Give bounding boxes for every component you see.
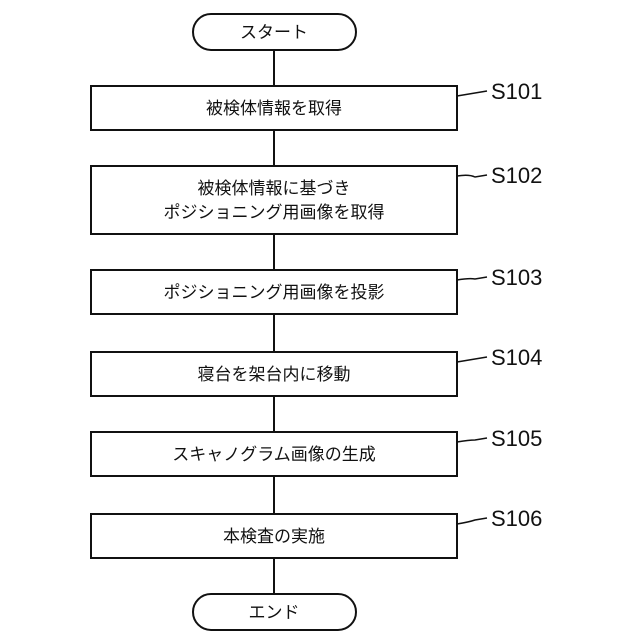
process-step-text: ポジショニング用画像を取得	[164, 203, 385, 223]
process-step: 被検体情報を取得 S101	[91, 79, 542, 130]
process-box	[91, 166, 457, 234]
process-step-text: 被検体情報に基づき	[198, 179, 351, 199]
step-leader-line	[457, 175, 487, 177]
process-steps: 被検体情報を取得 S101 被検体情報に基づきポジショニング用画像を取得 S102 ポジ…	[91, 79, 542, 558]
process-step: 寝台を架台内に移動 S104	[91, 345, 542, 396]
step-id-label: S106	[491, 506, 542, 531]
step-id-label: S102	[491, 163, 542, 188]
step-leader-line	[457, 277, 487, 280]
end-terminal: エンド	[193, 594, 356, 630]
end-label: エンド	[249, 603, 300, 623]
step-leader-line	[457, 357, 487, 362]
start-label: スタート	[240, 23, 308, 43]
step-id-label: S105	[491, 426, 542, 451]
process-step-text: 被検体情報を取得	[206, 99, 342, 119]
step-leader-line	[457, 91, 487, 96]
start-terminal: スタート	[193, 14, 356, 50]
process-step: 被検体情報に基づきポジショニング用画像を取得 S102	[91, 163, 542, 234]
step-id-label: S101	[491, 79, 542, 104]
step-id-label: S104	[491, 345, 542, 370]
step-leader-line	[457, 438, 487, 442]
process-step-text: スキャノグラム画像の生成	[172, 445, 376, 465]
process-step: 本検査の実施 S106	[91, 506, 542, 558]
process-step-text: 寝台を架台内に移動	[198, 364, 351, 385]
process-step: ポジショニング用画像を投影 S103	[91, 265, 542, 314]
step-id-label: S103	[491, 265, 542, 290]
step-leader-line	[457, 518, 487, 524]
process-step-text: 本検査の実施	[223, 527, 325, 547]
process-step-text: ポジショニング用画像を投影	[164, 283, 385, 303]
process-step: スキャノグラム画像の生成 S105	[91, 426, 542, 476]
